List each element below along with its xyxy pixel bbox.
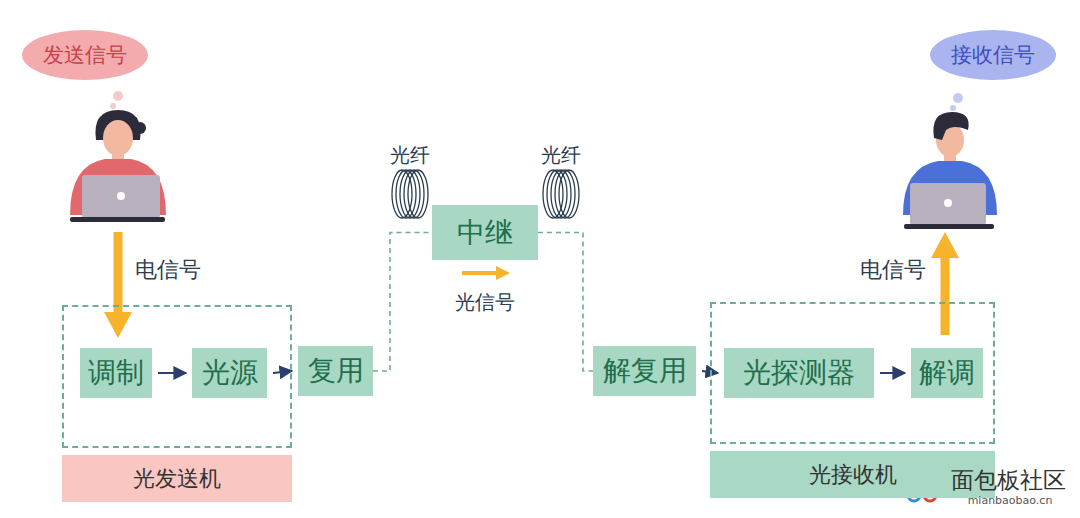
process-box: 解复用 [593,346,696,396]
process-box: 调制 [80,348,152,398]
process-box: 解调 [911,348,983,398]
signal-label: 光纤 [390,142,430,169]
fiber-coil [392,170,428,218]
signal-label: 电信号 [860,255,926,285]
node-label: 接收信号 [951,41,1035,69]
node-label: 解复用 [603,352,687,390]
node-label: 复用 [308,352,364,390]
signal-label: 光信号 [455,289,515,316]
signal-label: 电信号 [135,255,201,285]
receiver-group: 光接收机光探测器解调 [710,302,995,444]
node-label: 发送信号 [43,41,127,69]
signal-label: 光纤 [541,142,581,169]
flow-arrow [880,372,905,374]
node-label: 调制 [88,354,144,392]
receiver-figure [903,93,997,229]
electric-signal-arrow [931,232,959,335]
process-box: 复用 [298,346,373,396]
fiber-coil [543,170,579,218]
fiber-link [373,233,432,372]
watermark: 面包板社区 [951,465,1066,496]
sender-figure [70,91,166,222]
watermark: mianbaobao.cn [968,494,1053,507]
group-title: 光发送机 [62,455,292,502]
node-label: 光源 [202,354,258,392]
optical-signal-arrow [462,266,510,280]
node-label: 中继 [457,214,513,252]
node-label: 光探测器 [743,354,855,392]
process-box: 中继 [432,205,538,260]
electric-signal-arrow [104,232,132,338]
transmitter-group: 光发送机调制光源 [62,305,292,448]
flow-arrow [158,372,186,374]
flow-arrow [273,371,292,373]
process-box: 光探测器 [724,348,874,398]
receive-bubble: 接收信号 [930,30,1056,80]
send-bubble: 发送信号 [22,30,148,80]
node-label: 解调 [919,354,975,392]
fiber-link [538,233,593,372]
process-box: 光源 [192,348,267,398]
